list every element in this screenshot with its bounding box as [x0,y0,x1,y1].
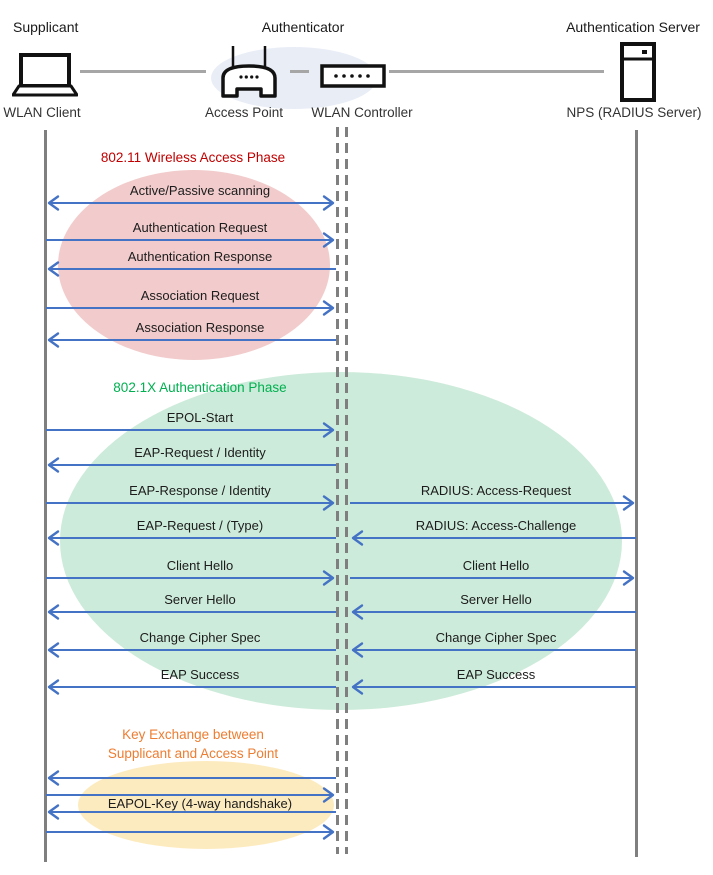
dot1x-auth-phase-title: 802.1X Authentication Phase [40,378,360,397]
message-label: Association Response [135,320,265,335]
message-arrow-rightward [46,570,335,586]
lifeline-wlan-controller-inner [345,127,348,854]
message-arrow-rightward [46,824,335,840]
message-label: Server Hello [460,592,532,607]
label-wlan-client: WLAN Client [3,105,81,120]
message-arrow-leftward [47,261,336,277]
message-label: Server Hello [164,592,236,607]
message-label: Change Cipher Spec [139,630,261,645]
wireless-access-phase-title: 802.11 Wireless Access Phase [33,148,353,167]
message-label: RADIUS: Access-Request [420,483,572,498]
lifeline-wlan-controller-outer [336,127,339,854]
message-label: Authentication Request [132,220,268,235]
label-wlan-controller: WLAN Controller [311,105,413,120]
message-label: EAP Success [456,667,536,682]
message-arrow-leftward [47,642,336,658]
phase-title-line: 802.1X Authentication Phase [113,380,287,395]
message-label: Active/Passive scanning [129,183,271,198]
message-label: Change Cipher Spec [435,630,557,645]
message-arrow-leftward [47,604,336,620]
label-nps: NPS (RADIUS Server) [566,105,702,120]
phase-title-line: Key Exchange between [122,727,264,742]
connector-line-segment [290,70,309,73]
message-label: EPOL-Start [166,410,234,425]
message-label: EAP Success [160,667,240,682]
wireless-access-phase-ellipse [58,170,330,360]
message-label: Client Hello [462,558,530,573]
message-arrow-rightward [350,495,635,511]
message-arrow-leftward [351,604,636,620]
phase-title-line: 802.11 Wireless Access Phase [100,150,286,165]
message-arrow-leftward [47,332,336,348]
connector-line-segment [80,70,206,73]
message-arrow-rightward [46,300,335,316]
message-arrow-leftward [47,804,336,820]
connector-line-segment [389,70,604,73]
message-arrow-leftward [351,679,636,695]
label-access-point: Access Point [204,105,284,120]
access-point-icon [221,46,277,98]
message-label: Association Request [140,288,260,303]
message-arrow-rightward [46,232,335,248]
message-arrow-leftward [47,530,336,546]
wlan-controller-icon [320,64,386,88]
message-arrow-leftward [351,530,636,546]
role-authentication-server: Authentication Server [566,19,700,35]
server-icon [620,42,656,102]
lifeline-nps-server [635,130,638,857]
message-arrow-leftward [47,679,336,695]
phase-title-line: Supplicant and Access Point [107,746,279,761]
message-label: EAP-Request / Identity [134,445,266,460]
role-authenticator: Authenticator [261,19,345,35]
dot1x-auth-phase-ellipse [60,372,622,710]
key-exchange-phase-ellipse [78,761,334,849]
message-arrow-bidirectional [47,195,335,211]
message-label: RADIUS: Access-Challenge [415,518,577,533]
lifeline-wlan-client [44,130,47,862]
message-arrow-leftward [47,770,336,786]
message-arrow-rightward [46,787,335,803]
message-arrow-rightward [350,570,635,586]
message-label: Client Hello [166,558,234,573]
message-label: EAPOL-Key (4-way handshake) [107,796,293,811]
message-arrow-rightward [46,422,335,438]
laptop-icon [12,53,78,97]
message-label: EAP-Request / (Type) [136,518,264,533]
message-arrow-rightward [46,495,335,511]
message-label: Authentication Response [127,249,273,264]
message-label: EAP-Response / Identity [129,483,271,498]
message-arrow-leftward [351,642,636,658]
role-supplicant: Supplicant [13,19,79,35]
message-arrow-leftward [47,457,336,473]
